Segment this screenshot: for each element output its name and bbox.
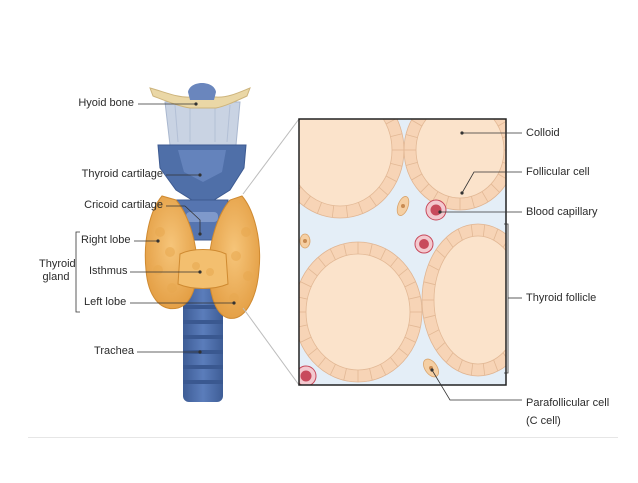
isthmus-shape (177, 249, 229, 289)
label-left-lobe: Left lobe (84, 296, 127, 308)
parafollicular-cell (396, 196, 410, 216)
left-leader-lines (75, 103, 234, 353)
thyroid-gland (144, 195, 261, 319)
epiglottis (188, 83, 216, 100)
parafollicular-cell (299, 233, 311, 249)
blood-capillary (414, 234, 434, 254)
blood-capillary (299, 365, 317, 385)
thyroid-follicle (403, 119, 506, 211)
follicle-microscopy (298, 118, 507, 386)
anatomy-illustration (144, 83, 261, 402)
thyroid-follicle (421, 223, 506, 377)
label-parafollicular-cell: Parafollicular cell (C cell) (526, 397, 610, 427)
label-blood-capillary: Blood capillary (526, 206, 598, 218)
bottom-divider (28, 437, 618, 438)
zoom-projection (242, 118, 300, 386)
thyroid-follicle (299, 119, 405, 219)
label-hyoid-bone: Hyoid bone (78, 97, 134, 109)
label-trachea: Trachea (94, 345, 134, 357)
label-cricoid-cartilage: Cricoid cartilage (84, 199, 163, 211)
blood-capillary (425, 199, 447, 221)
label-thyroid-gland: Thyroid gland (39, 258, 76, 283)
thyroid-follicle (299, 241, 423, 383)
zoom-box-border (298, 118, 507, 386)
right-leader-lines (431, 132, 522, 401)
label-colloid: Colloid (526, 127, 560, 139)
parafollicular-cell (423, 358, 439, 378)
label-right-lobe: Right lobe (81, 234, 131, 246)
label-follicular-cell: Follicular cell (526, 166, 590, 178)
label-thyroid-follicle: Thyroid follicle (526, 292, 597, 304)
label-thyroid-cartilage: Thyroid cartilage (81, 168, 163, 180)
label-isthmus: Isthmus (89, 265, 128, 277)
